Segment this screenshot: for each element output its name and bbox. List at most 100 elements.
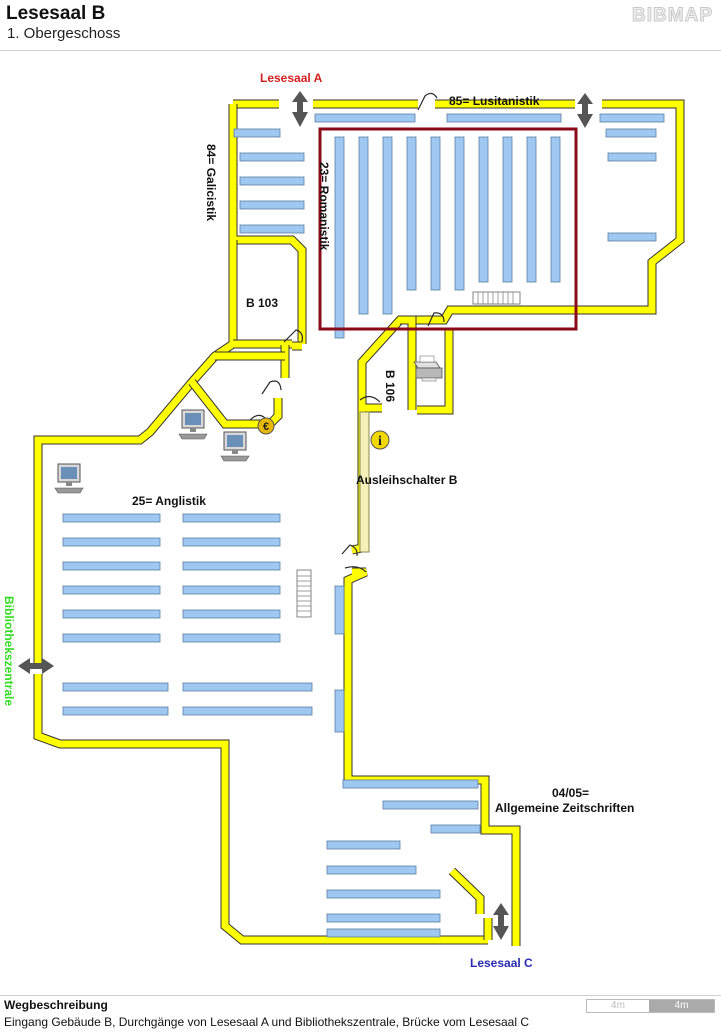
wall-segment: [417, 330, 453, 414]
bookshelf: [326, 928, 441, 938]
label-zeitschriften-name: Allgemeine Zeitschriften: [495, 801, 634, 815]
footer-directions: Eingang Gebäude B, Durchgänge von Lesesa…: [4, 1015, 529, 1029]
bibmap-logo: BIBMAP: [632, 5, 713, 27]
romanistik-highlight: [318, 127, 578, 331]
footer-title: Wegbeschreibung: [4, 998, 108, 1012]
label-lesesaal-c[interactable]: Lesesaal C: [470, 956, 533, 970]
bookshelf: [382, 800, 479, 810]
page-title: Lesesaal B: [6, 3, 106, 24]
bookshelf: [430, 136, 441, 291]
bookshelf: [454, 136, 465, 291]
scale-bar-right: 4m: [649, 1000, 714, 1012]
computer-icon: [178, 409, 208, 440]
info-icon-glyph: i: [378, 434, 382, 449]
bookshelf: [239, 176, 305, 186]
bookshelf: [182, 561, 281, 571]
bookshelf: [182, 633, 281, 643]
scale-bar-left: 4m: [587, 1000, 649, 1012]
door-arc-1: [417, 92, 438, 111]
label-lusitanistik: 85= Lusitanistik: [449, 94, 540, 108]
info-icon[interactable]: i: [370, 430, 390, 450]
door-arc-3: [261, 380, 282, 395]
bookshelf: [62, 706, 169, 716]
bookshelf: [526, 136, 537, 283]
bookshelf: [334, 689, 345, 733]
bookshelf: [62, 537, 161, 547]
bookshelf: [62, 609, 161, 619]
printer-icon: [413, 355, 443, 382]
bookshelf: [326, 840, 401, 850]
door-arc-6: [344, 566, 367, 573]
stair-lines-romanistik: [477, 292, 514, 304]
bookshelf: [326, 913, 441, 923]
bookshelf: [62, 682, 169, 692]
arrow-icon-lesesaal-a[interactable]: [292, 91, 308, 127]
euro-icon-glyph: €: [263, 421, 269, 433]
bookshelf: [62, 513, 161, 523]
bookshelf: [406, 136, 417, 291]
wall-segment: [33, 240, 238, 663]
label-anglistik: 25= Anglistik: [132, 494, 206, 508]
bookshelf: [607, 232, 657, 242]
bookshelf: [550, 136, 561, 283]
label-ausleihschalter: Ausleihschalter B: [356, 473, 458, 487]
bookshelf: [430, 824, 481, 834]
bookshelf: [605, 128, 657, 138]
bookshelf: [182, 706, 313, 716]
label-bibliothekszentrale[interactable]: Bibliothekszentrale: [2, 596, 16, 706]
arrow-icon-lesesaal-c[interactable]: [493, 903, 509, 940]
header: Lesesaal B 1. Obergeschoss BIBMAP: [0, 0, 721, 51]
bookshelf: [182, 513, 281, 523]
label-room-b103: B 103: [246, 296, 278, 310]
wall-segment: [34, 240, 237, 663]
door-arc-5: [341, 544, 358, 557]
bookshelf: [62, 585, 161, 595]
wall-segment: [229, 104, 306, 344]
door-arc-4: [427, 312, 445, 327]
stair-lines-anglistik: [297, 575, 311, 612]
bookshelf: [342, 779, 479, 789]
computer-icon: [54, 463, 84, 494]
label-room-b106: B 106: [383, 370, 397, 402]
bookshelf: [446, 113, 562, 123]
door-arc-8: [249, 414, 266, 421]
arrow-icon-bibliothekszentrale[interactable]: [18, 658, 54, 674]
label-romanistik: 23= Romanistik: [317, 162, 331, 251]
bookshelf: [478, 136, 489, 283]
label-galicistik: 84= Galicistik: [204, 144, 218, 221]
door-arc-7: [359, 395, 381, 403]
doors: [249, 92, 445, 573]
wall-segment: [400, 316, 416, 410]
wall-segment: [358, 100, 684, 412]
bookshelf: [334, 585, 345, 635]
floor-map: i € Lesesaal A 85= Lusitanistik 84= Gali…: [2, 71, 685, 970]
bookshelf: [334, 136, 345, 339]
bookshelf: [182, 682, 313, 692]
bookshelf: [182, 585, 281, 595]
bookshelf: [239, 200, 305, 210]
footer: Wegbeschreibung Eingang Gebäude B, Durch…: [0, 995, 721, 1036]
euro-icon[interactable]: €: [257, 417, 275, 435]
stair-symbol-anglistik: [296, 569, 312, 618]
floor-subtitle: 1. Obergeschoss: [7, 25, 121, 42]
label-zeitschriften-code: 04/05=: [552, 786, 589, 800]
ausleihschalter-counter: [359, 411, 370, 553]
bookshelf: [358, 136, 369, 315]
bookshelf: [326, 889, 441, 899]
bookshelf: [182, 537, 281, 547]
arrow-icon-lusitanistik[interactable]: [577, 93, 593, 128]
scale-bar: 4m 4m: [586, 999, 715, 1013]
bookshelf: [382, 136, 393, 315]
bookshelf: [239, 224, 305, 234]
bookshelf: [62, 561, 161, 571]
wall-segment: [449, 868, 484, 914]
bookshelf: [607, 152, 657, 162]
computer-icon: [220, 431, 250, 462]
bookshelf: [599, 113, 665, 123]
door-arc-2: [283, 329, 303, 343]
bookshelf: [502, 136, 513, 283]
bookshelf: [182, 609, 281, 619]
bookshelf: [62, 633, 161, 643]
label-lesesaal-a[interactable]: Lesesaal A: [260, 71, 323, 85]
bookshelf: [233, 128, 281, 138]
